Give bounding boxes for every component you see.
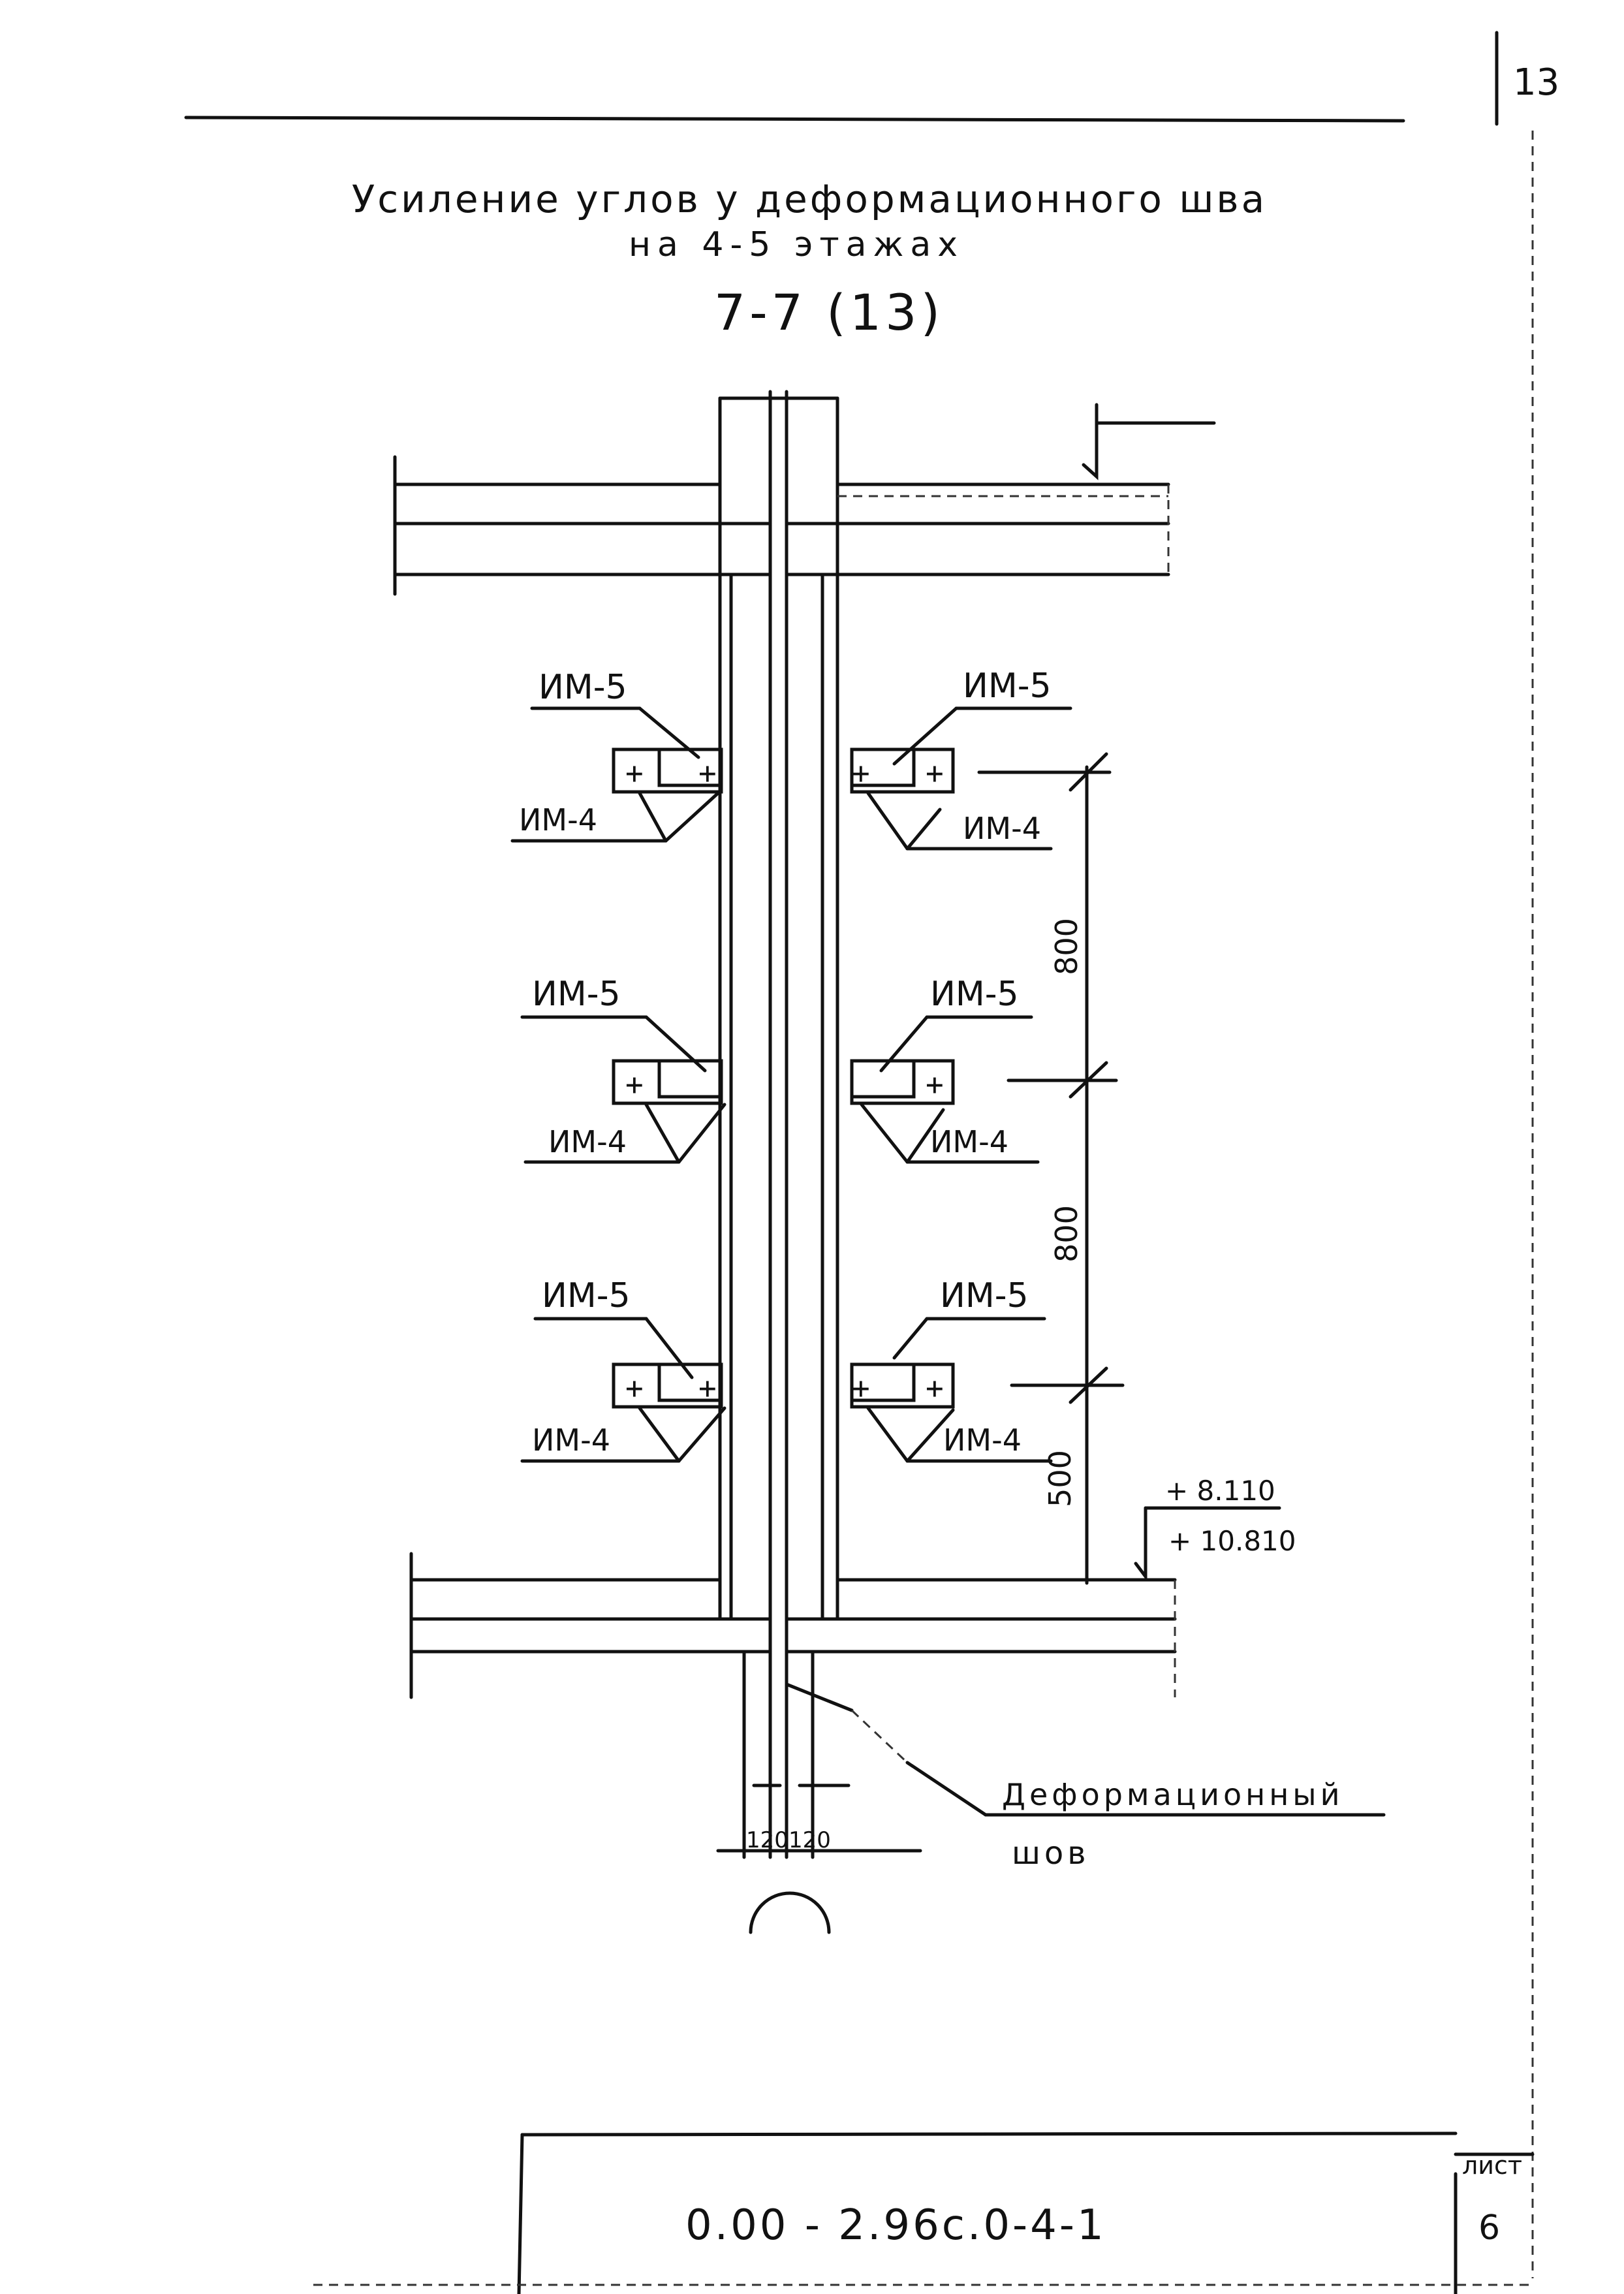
- sheet-word: лист: [1462, 2151, 1522, 2180]
- lower-floor-slab: [409, 1506, 1281, 1699]
- expansion-joint-walls: [718, 390, 839, 1830]
- upper-floor-slab: [393, 403, 1216, 596]
- left-im5-mid: ИМ-5: [532, 975, 621, 1014]
- dim-800-lower: 800: [1049, 1205, 1084, 1263]
- drawing-title-line2: на 4-5 этажах: [629, 225, 964, 264]
- sheet-corner-number: 13: [1513, 61, 1559, 104]
- left-im5-top: ИМ-5: [539, 668, 627, 707]
- right-im5-mid: ИМ-5: [930, 975, 1019, 1014]
- left-im5-bot: ИМ-5: [542, 1276, 631, 1315]
- joint-label-line1: Деформационный: [1002, 1777, 1344, 1812]
- dim-500: 500: [1042, 1450, 1078, 1507]
- right-im4-top: ИМ-4: [963, 811, 1041, 846]
- right-im5-bot: ИМ-5: [940, 1276, 1029, 1315]
- sheet-number: 6: [1478, 2208, 1500, 2248]
- svg-text:+: +: [625, 1370, 644, 1406]
- joint-leader: [785, 1682, 1386, 1817]
- bottom-dimensions: [716, 1783, 922, 1934]
- svg-text:+: +: [698, 1370, 717, 1406]
- left-plates: + + + + +: [612, 747, 723, 1409]
- svg-text:+: +: [625, 755, 644, 791]
- joint-label-line2: шов: [1012, 1835, 1090, 1872]
- elevation-lower: + 10.810: [1168, 1525, 1296, 1557]
- svg-text:+: +: [926, 1067, 944, 1102]
- svg-text:+: +: [926, 1370, 944, 1406]
- right-leaders: [860, 706, 1072, 1463]
- right-plates: + + + + +: [850, 747, 955, 1409]
- svg-text:+: +: [852, 755, 870, 791]
- svg-text:+: +: [698, 755, 717, 791]
- svg-text:+: +: [926, 755, 944, 791]
- svg-text:+: +: [625, 1067, 644, 1102]
- right-im4-mid: ИМ-4: [930, 1124, 1008, 1159]
- sheet-frame: [184, 31, 1535, 2294]
- elevation-upper: + 8.110: [1165, 1475, 1275, 1507]
- dim-120-left: 120: [746, 1827, 789, 1853]
- left-im4-bot: ИМ-4: [532, 1422, 610, 1458]
- left-leaders: [510, 706, 726, 1463]
- document-code: 0.00 - 2.96с.0-4-1: [685, 2201, 1106, 2250]
- dim-120-right: 120: [789, 1827, 831, 1853]
- section-label: 7-7 (13): [714, 283, 944, 341]
- right-im5-top: ИМ-5: [963, 667, 1052, 706]
- left-im4-mid: ИМ-4: [548, 1124, 627, 1159]
- right-im4-bot: ИМ-4: [943, 1422, 1022, 1458]
- dimension-chain: [977, 752, 1125, 1585]
- dim-800-upper: 800: [1049, 918, 1084, 975]
- svg-text:+: +: [852, 1370, 870, 1406]
- drawing-title-line1: Усиление углов у деформационного шва: [352, 177, 1267, 221]
- left-im4-top: ИМ-4: [519, 802, 597, 838]
